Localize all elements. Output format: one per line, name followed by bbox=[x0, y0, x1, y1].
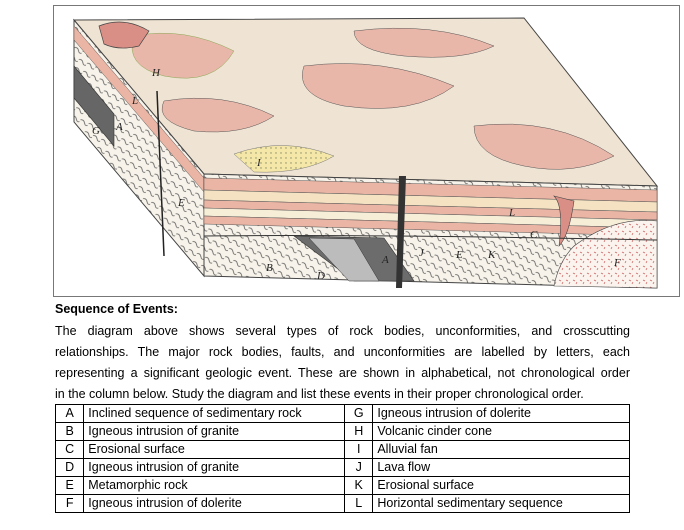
table-row: B Igneous intrusion of granite H Volcani… bbox=[54, 422, 630, 441]
pink-outcrop bbox=[302, 63, 455, 109]
event-description: Igneous intrusion of dolerite bbox=[372, 404, 630, 423]
event-code: G bbox=[344, 404, 374, 423]
event-description: Volcanic cinder cone bbox=[372, 422, 630, 441]
cinder-cone bbox=[98, 21, 150, 49]
label-L: L bbox=[508, 207, 515, 219]
event-description: Igneous intrusion of dolerite bbox=[83, 494, 346, 513]
fault-line bbox=[156, 90, 165, 257]
pink-outcrop bbox=[131, 32, 235, 79]
event-description: Erosional surface bbox=[372, 476, 630, 495]
event-code: L bbox=[344, 494, 374, 513]
event-code: J bbox=[344, 458, 374, 477]
label-G: G bbox=[92, 125, 100, 137]
event-code: H bbox=[344, 422, 374, 441]
label-F: F bbox=[613, 257, 621, 269]
granite-intrusion bbox=[553, 220, 658, 289]
label-J: J bbox=[419, 247, 425, 259]
label-C: C bbox=[530, 229, 538, 241]
label-K: K bbox=[487, 249, 496, 261]
table-row: C Erosional surface I Alluvial fan bbox=[54, 440, 630, 459]
label-D: D bbox=[316, 270, 325, 282]
label-A: A bbox=[381, 254, 389, 266]
table-row: F Igneous intrusion of dolerite L Horizo… bbox=[54, 494, 630, 513]
table-row: D Igneous intrusion of granite J Lava fl… bbox=[54, 458, 630, 477]
event-code: I bbox=[344, 440, 374, 459]
label-E: E bbox=[455, 249, 463, 261]
label-B: B bbox=[266, 262, 273, 274]
event-description: Horizontal sedimentary sequence bbox=[372, 494, 630, 513]
paragraph-line: relationships. The major rock bodies, fa… bbox=[55, 345, 630, 359]
event-code: B bbox=[54, 422, 85, 441]
label-A: A bbox=[115, 121, 123, 133]
table-row: A Inclined sequence of sedimentary rock … bbox=[54, 404, 630, 423]
event-description: Erosional surface bbox=[83, 440, 346, 459]
erosional-surface bbox=[203, 235, 658, 241]
geologic-block-diagram: H L G A I E B D A J E K L C F bbox=[53, 5, 680, 297]
event-code: K bbox=[344, 476, 374, 495]
event-description: Alluvial fan bbox=[372, 440, 630, 459]
label-L: L bbox=[131, 95, 138, 107]
paragraph-line: representing a significant geologic even… bbox=[55, 366, 630, 380]
volcanic-vent bbox=[553, 195, 575, 247]
paragraph-line: in the column below. Study the diagram a… bbox=[55, 387, 584, 401]
pink-outcrop bbox=[473, 123, 615, 170]
sequence-heading: Sequence of Events: bbox=[55, 302, 178, 316]
table-row: E Metamorphic rock K Erosional surface bbox=[54, 476, 630, 495]
event-description: Igneous intrusion of granite bbox=[83, 458, 346, 477]
event-description: Inclined sequence of sedimentary rock bbox=[83, 404, 346, 423]
left-dark-layers bbox=[73, 65, 115, 147]
event-description: Metamorphic rock bbox=[83, 476, 346, 495]
dolerite-dike bbox=[396, 176, 406, 288]
event-code: E bbox=[54, 476, 85, 495]
label-H: H bbox=[151, 67, 161, 79]
inclined-sequence-light bbox=[308, 237, 380, 282]
event-description: Igneous intrusion of granite bbox=[83, 422, 346, 441]
event-description: Lava flow bbox=[372, 458, 630, 477]
label-I: I bbox=[256, 157, 262, 169]
paragraph-line: The diagram above shows several types of… bbox=[55, 324, 630, 338]
event-code: D bbox=[54, 458, 85, 477]
instructions-paragraph: The diagram above shows several types of… bbox=[55, 321, 630, 405]
event-code: C bbox=[54, 440, 85, 459]
pink-outcrop bbox=[353, 27, 495, 58]
event-code: A bbox=[54, 404, 85, 423]
block-diagram-svg: H L G A I E B D A J E K L C F bbox=[72, 17, 659, 289]
events-table: A Inclined sequence of sedimentary rock … bbox=[54, 404, 630, 513]
alluvial-fan bbox=[233, 145, 335, 173]
event-code: F bbox=[54, 494, 85, 513]
label-E: E bbox=[177, 197, 185, 209]
pink-outcrop bbox=[161, 97, 275, 133]
